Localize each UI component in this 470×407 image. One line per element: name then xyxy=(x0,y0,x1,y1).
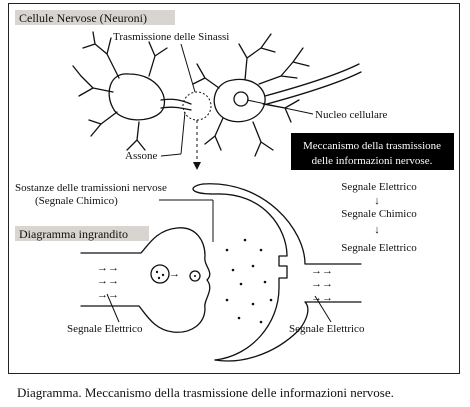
flow-step-2: Segnale Chimico xyxy=(341,208,417,220)
nucleus-label: Nucleo cellulare xyxy=(315,109,387,121)
cells-title-bg xyxy=(15,10,175,25)
mechanism-box xyxy=(291,133,454,170)
enlarged-label-bg xyxy=(15,226,149,241)
synapse-label: Trasmissione delle Sinassi xyxy=(113,31,229,43)
enlarged-label: Diagramma ingrandito xyxy=(19,227,128,241)
substances-line-2: (Segnale Chimico) xyxy=(35,195,118,207)
svg-text:→→: →→ xyxy=(311,278,333,290)
left-signal-arrows: →→ →→ →→ → xyxy=(97,262,180,301)
svg-text:→→: →→ xyxy=(97,275,119,287)
mechanism-line-2: delle informazioni nervose. xyxy=(312,155,433,167)
flow-arrow-2: ↓ xyxy=(374,224,380,236)
flow-arrow-1: ↓ xyxy=(374,195,380,207)
right-signal-arrows: →→ →→ →→ xyxy=(311,265,333,304)
synapse-highlight xyxy=(182,91,212,121)
signal-left-label: Segnale Elettrico xyxy=(67,323,143,335)
mechanism-line-1: Meccanismo della trasmissione xyxy=(303,140,441,152)
flow-step-1: Segnale Elettrico xyxy=(341,181,417,193)
right-neuron xyxy=(192,33,362,157)
svg-text:→: → xyxy=(169,268,180,280)
cells-title: Cellule Nervose (Neuroni) xyxy=(19,11,147,25)
flow-step-3: Segnale Elettrico xyxy=(341,242,417,254)
neuron-diagram: Cellule Nervose (Neuroni) xyxy=(15,10,454,362)
axon-label: Assone xyxy=(125,150,158,162)
left-neuron xyxy=(72,31,192,151)
figure-frame: Cellule Nervose (Neuroni) xyxy=(8,3,460,374)
transmitter-dots xyxy=(225,238,273,324)
signal-right-label: Segnale Elettrico xyxy=(289,323,365,335)
svg-text:→→: →→ xyxy=(311,265,333,277)
svg-text:→→: →→ xyxy=(97,262,119,274)
presynaptic-terminal xyxy=(80,227,211,333)
svg-text:→→: →→ xyxy=(311,292,333,304)
substances-line-1: Sostanze delle tramissioni nervose xyxy=(15,182,167,194)
svg-text:→→: →→ xyxy=(97,289,119,301)
postsynaptic-membrane xyxy=(192,183,362,362)
figure-caption: Diagramma. Meccanismo della trasmissione… xyxy=(17,385,394,400)
